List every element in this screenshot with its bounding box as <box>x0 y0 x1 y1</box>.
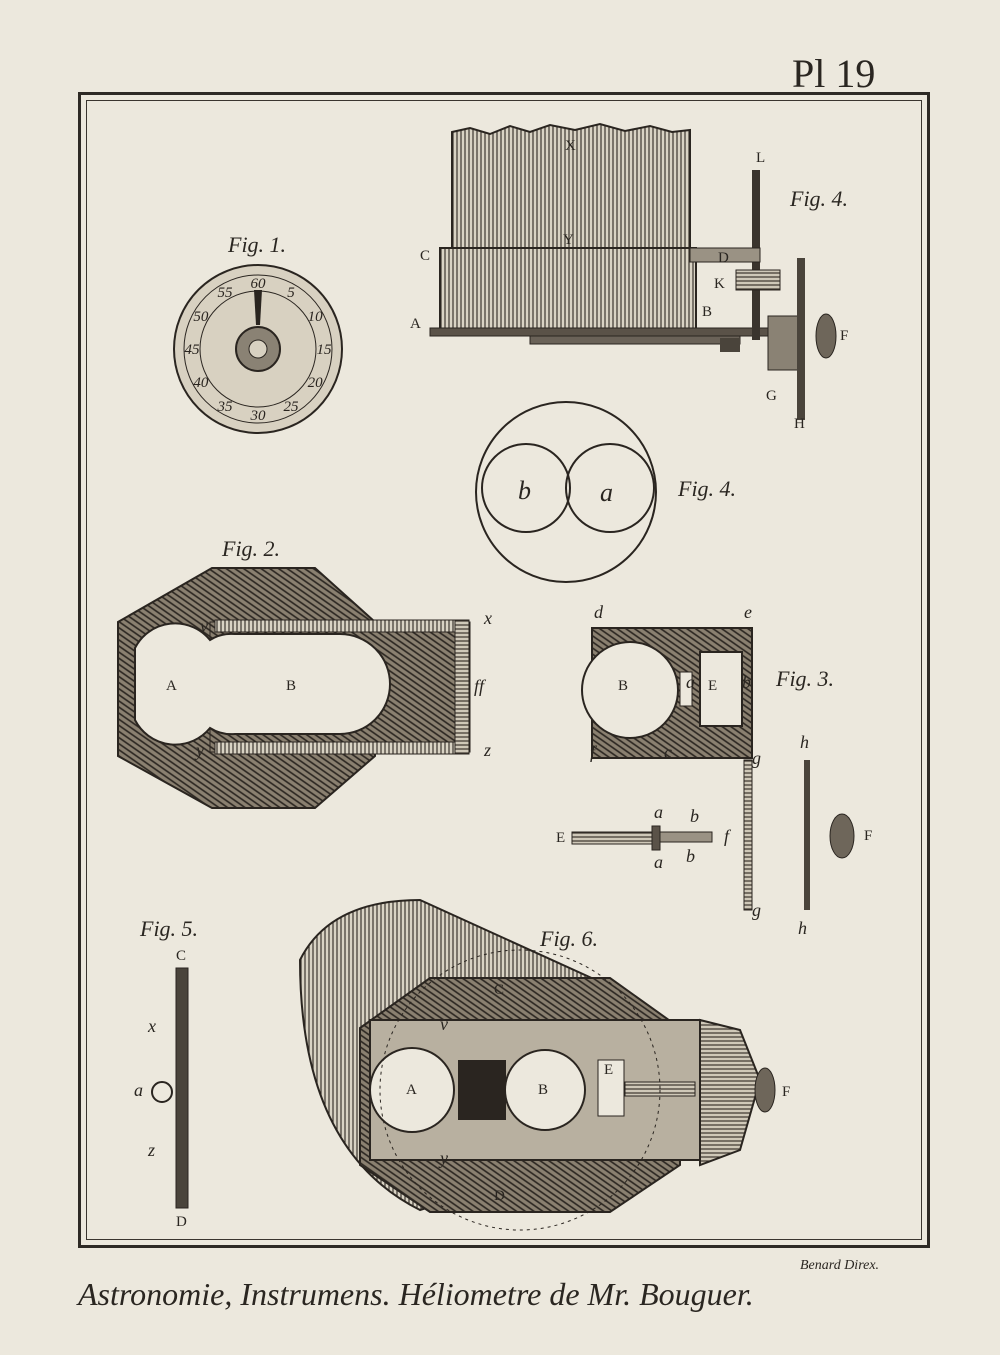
fig3-screw-parts <box>571 759 855 911</box>
fig6-assembled-heliometer <box>298 898 776 1231</box>
fig1-dial-numbers: 60 5 10 15 20 25 30 35 40 45 50 55 <box>185 276 333 424</box>
fig4-overlapping-circles <box>475 401 657 583</box>
fig4-circles-title: Fig. 4. <box>678 476 737 501</box>
fig2-octagonal-plate <box>117 567 471 809</box>
fig3-label-a: a <box>686 672 695 692</box>
fig5-label-z: z <box>148 1140 156 1160</box>
fig6-label-y: y <box>440 1148 448 1168</box>
dial-number: 15 <box>317 342 333 358</box>
fig6-label-f: F <box>782 1084 791 1100</box>
fig6-label-a: A <box>406 1082 417 1098</box>
fig5-label-x: x <box>148 1016 156 1036</box>
fig2-label-y: y <box>196 740 204 760</box>
fig4-label-c: C <box>420 248 431 264</box>
fig3-label-a-top: a <box>654 802 663 822</box>
fig4-label-b: B <box>702 304 713 320</box>
fig6-title: Fig. 6. <box>540 926 599 951</box>
fig3-label-f: f <box>590 742 596 762</box>
fig4-label-d: D <box>718 250 729 266</box>
fig5-label-d: D <box>176 1214 187 1230</box>
fig5-label-c: C <box>176 948 187 964</box>
dial-number: 55 <box>218 285 234 301</box>
fig6-label-d: D <box>494 1188 505 1204</box>
fig3-label-f-screw: f <box>724 826 730 846</box>
fig3-title: Fig. 3. <box>776 666 835 691</box>
dial-number: 10 <box>308 309 324 325</box>
fig2-label-ff: ff <box>474 676 485 696</box>
dial-number: 30 <box>250 408 267 424</box>
fig6-label-b: B <box>538 1082 549 1098</box>
fig4-label-a: A <box>410 316 421 332</box>
fig4-label-h: H <box>794 416 805 432</box>
fig3-label-b-bottom: b <box>686 846 695 866</box>
dial-number: 50 <box>193 309 209 325</box>
fig2-label-v: v <box>200 616 208 636</box>
fig4-circle-label-b: b <box>518 476 531 505</box>
fig3-label-e-upper: E <box>708 678 718 694</box>
fig3-label-h-top: h <box>800 732 809 752</box>
fig3-frame <box>581 627 753 759</box>
dial-number: 25 <box>284 399 300 415</box>
fig5-title: Fig. 5. <box>140 916 199 941</box>
fig4-label-g: G <box>766 388 777 404</box>
fig1-title: Fig. 1. <box>228 232 287 257</box>
fig3-label-a-bottom: a <box>654 852 663 872</box>
fig3-label-c: c <box>664 742 672 762</box>
fig4-title: Fig. 4. <box>790 186 849 211</box>
plate-frame-outer <box>78 92 930 1248</box>
fig5-label-a: a <box>134 1080 143 1100</box>
fig3-label-b-top: b <box>690 806 699 826</box>
fig4-label-k: K <box>714 276 725 292</box>
fig2-label-x: x <box>484 608 492 628</box>
engraver-signature: Benard Direx. <box>800 1258 880 1273</box>
fig4-telescope-tube <box>429 122 837 420</box>
fig6-label-v: v <box>440 1014 448 1034</box>
fig3-label-b: b <box>742 672 751 692</box>
fig4-label-f: F <box>840 328 849 344</box>
dial-number: 40 <box>193 375 209 391</box>
fig3-label-d: d <box>594 602 603 622</box>
fig1-dial <box>173 264 343 434</box>
fig3-label-g-top: g <box>752 748 761 768</box>
fig3-label-b-upper: B <box>618 678 629 694</box>
fig2-label-z: z <box>484 740 492 760</box>
dial-number: 45 <box>185 342 201 358</box>
dial-number: 5 <box>287 285 295 301</box>
plate-caption: Astronomie, Instrumens. Héliometre de Mr… <box>78 1276 754 1312</box>
fig4-label-l: L <box>756 150 766 166</box>
fig2-title: Fig. 2. <box>222 536 281 561</box>
plate-number: Pl 19 <box>792 51 876 96</box>
fig3-label-h-bottom: h <box>798 918 807 938</box>
fig5-rod <box>151 967 189 1209</box>
fig4-label-y: Y <box>563 232 574 248</box>
fig2-label-a: A <box>166 678 177 694</box>
fig4-circle-label-a: a <box>600 478 613 507</box>
dial-number: 35 <box>217 399 234 415</box>
fig4-label-x: X <box>565 138 576 154</box>
fig6-label-e: E <box>604 1062 614 1078</box>
fig6-label-c: C <box>494 982 505 998</box>
fig3-label-e: e <box>744 602 752 622</box>
fig3-label-g-bottom: g <box>752 900 761 920</box>
fig3-label-e-screw: E <box>556 830 566 846</box>
dial-number: 20 <box>308 375 324 391</box>
dial-number: 60 <box>251 276 267 292</box>
fig3-label-f-knob: F <box>864 828 873 844</box>
plate-frame-inner <box>86 100 922 1240</box>
fig2-label-b: B <box>286 678 297 694</box>
